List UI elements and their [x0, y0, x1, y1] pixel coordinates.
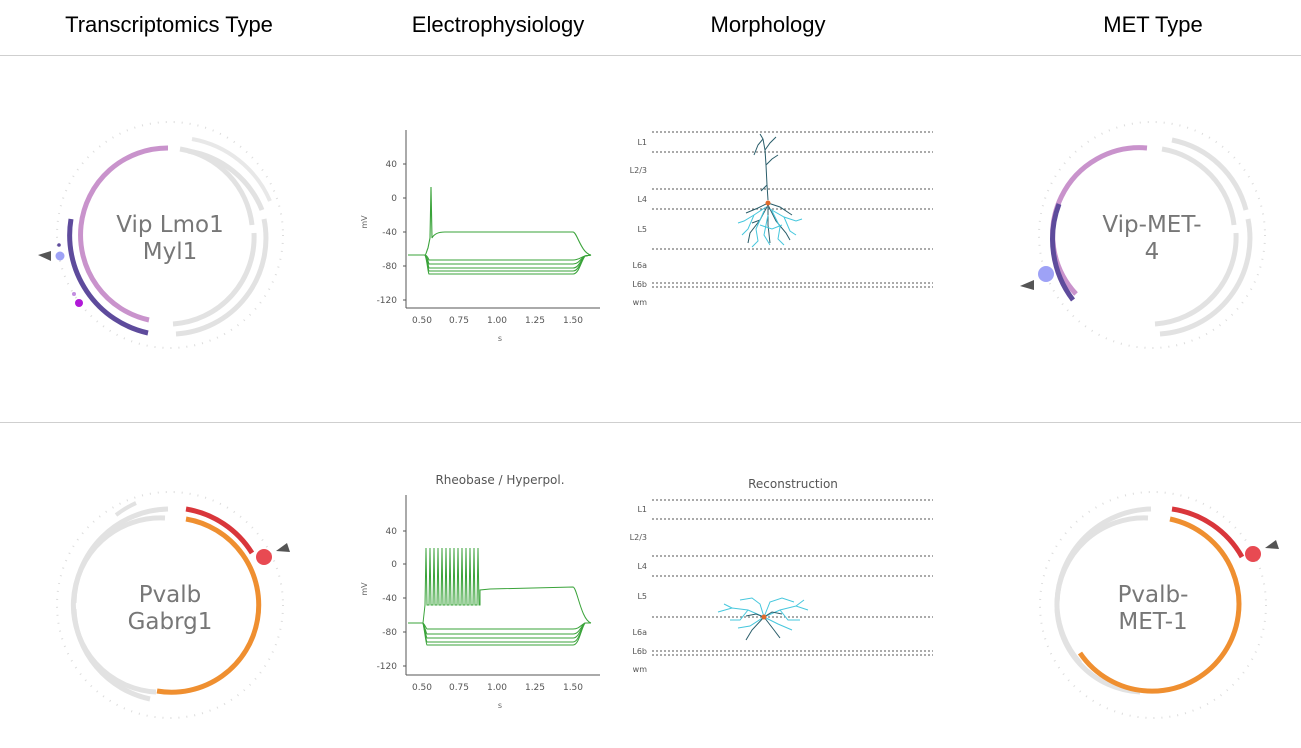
spike-trace	[408, 547, 592, 624]
y-tick: -120	[377, 662, 398, 672]
spike-trace	[408, 186, 592, 256]
grey-segment	[191, 137, 272, 202]
y-tick: 0	[391, 560, 397, 570]
pointer-icon	[1020, 280, 1034, 290]
layer-label: wm	[633, 665, 648, 674]
row-divider	[0, 422, 1301, 423]
y-axis-label: mV	[360, 582, 369, 596]
met-type-label-line2: MET-1	[1118, 609, 1187, 635]
soma	[765, 200, 771, 206]
y-tick: 40	[386, 160, 398, 170]
pointer-icon	[38, 251, 51, 261]
column-header-row: Transcriptomics Type Electrophysiology M…	[0, 0, 1301, 56]
grey-segment	[175, 218, 269, 337]
layer-label: L6a	[633, 628, 648, 637]
x-tick: 0.75	[449, 683, 469, 693]
layer-label: wm	[633, 298, 648, 307]
cell-marker-dot	[1245, 546, 1261, 562]
y-tick: -40	[382, 228, 397, 238]
inner-type-arc	[156, 516, 262, 695]
inner-type-arc	[78, 145, 169, 323]
layer-label: L6b	[632, 647, 647, 656]
layer-label: L5	[637, 225, 647, 234]
cell-marker-dot	[256, 549, 272, 565]
header-electrophysiology: Electrophysiology	[411, 12, 585, 37]
pointer-icon	[276, 543, 290, 552]
layer-label: L6a	[633, 261, 648, 270]
y-axis-label: mV	[360, 215, 369, 229]
x-axis-label: s	[498, 334, 502, 343]
x-tick: 0.75	[449, 316, 469, 326]
met-type-label-line1: Pvalb-	[1118, 582, 1189, 608]
y-tick: -40	[382, 594, 397, 604]
inner-type-arc	[1050, 145, 1148, 296]
outer-class-arc	[67, 218, 149, 336]
header-transcriptomics-type: Transcriptomics Type	[65, 12, 273, 37]
plot-title: Rheobase / Hyperpol.	[435, 473, 564, 487]
grey-segment	[172, 232, 257, 327]
outer-class-arc	[185, 506, 255, 555]
t-type-label-line2: Myl1	[143, 239, 197, 265]
ephys-trace-plot-2: Rheobase / Hyperpol. 40 0 -40 -80 -120 0…	[355, 465, 610, 725]
layer-label: L2/3	[630, 166, 647, 175]
t-type-wheel-pvalb: Pvalb Gabrg1	[40, 485, 300, 725]
layer-label: L1	[637, 138, 647, 147]
layer-label: L1	[637, 505, 647, 514]
inner-type-arc	[1077, 516, 1242, 694]
x-tick: 1.50	[563, 316, 583, 326]
cell-marker-dot	[1038, 266, 1054, 282]
met-type-label-line1: Vip-MET-	[1102, 212, 1201, 238]
plot-title: Reconstruction	[748, 477, 838, 491]
met-type-wheel-pvalb: Pvalb- MET-1	[1020, 485, 1290, 725]
outer-class-arc	[1171, 506, 1245, 559]
x-tick: 1.00	[487, 316, 507, 326]
header-met-type: MET Type	[1103, 12, 1203, 37]
y-tick: -80	[382, 262, 397, 272]
layer-label: L5	[637, 592, 647, 601]
pointer-icon	[1265, 540, 1279, 549]
layer-label: L4	[637, 195, 647, 204]
t-type-label-line1: Pvalb	[139, 582, 202, 608]
y-tick: 0	[391, 194, 397, 204]
x-axis-label: s	[498, 701, 502, 710]
y-tick: 40	[386, 527, 398, 537]
t-type-label-line2: Gabrg1	[128, 609, 213, 635]
morphology-plot-2: Reconstruction L1 L2/3 L4 L5 L6a L6b wm	[620, 470, 940, 685]
trace-line	[408, 254, 592, 261]
cell-marker-dot	[55, 251, 65, 261]
soma	[761, 614, 767, 620]
met-type-label-line2: 4	[1145, 239, 1160, 265]
x-tick: 0.50	[412, 316, 432, 326]
layer-label: L2/3	[630, 533, 647, 542]
neuron-dendrites	[745, 611, 783, 641]
grey-segment	[187, 148, 265, 211]
t-type-wheel-vip: Vip Lmo1 Myl1	[30, 115, 290, 355]
y-tick: -120	[377, 296, 398, 306]
t-type-label-line1: Vip Lmo1	[116, 212, 223, 238]
dotted-ring	[56, 121, 284, 349]
ephys-trace-plot-1: 40 0 -40 -80 -120 0.50 0.75 1.00 1.25 1.…	[355, 120, 610, 350]
x-tick: 0.50	[412, 683, 432, 693]
layer-label: L4	[637, 562, 647, 571]
x-tick: 1.25	[525, 316, 545, 326]
y-tick: -80	[382, 628, 397, 638]
layer-label: L6b	[632, 280, 647, 289]
met-type-wheel-vip: Vip-MET- 4	[1010, 115, 1280, 355]
neuron-axon	[717, 597, 809, 631]
morphology-plot-1: L1 L2/3 L4 L5 L6a L6b wm	[620, 125, 940, 315]
header-morphology: Morphology	[710, 12, 826, 37]
x-tick: 1.25	[525, 683, 545, 693]
outer-class-arc	[1050, 203, 1075, 302]
x-tick: 1.00	[487, 683, 507, 693]
x-tick: 1.50	[563, 683, 583, 693]
header-divider	[0, 55, 1301, 56]
neuron-dendrites	[745, 133, 793, 244]
neuron-axon	[737, 206, 803, 248]
